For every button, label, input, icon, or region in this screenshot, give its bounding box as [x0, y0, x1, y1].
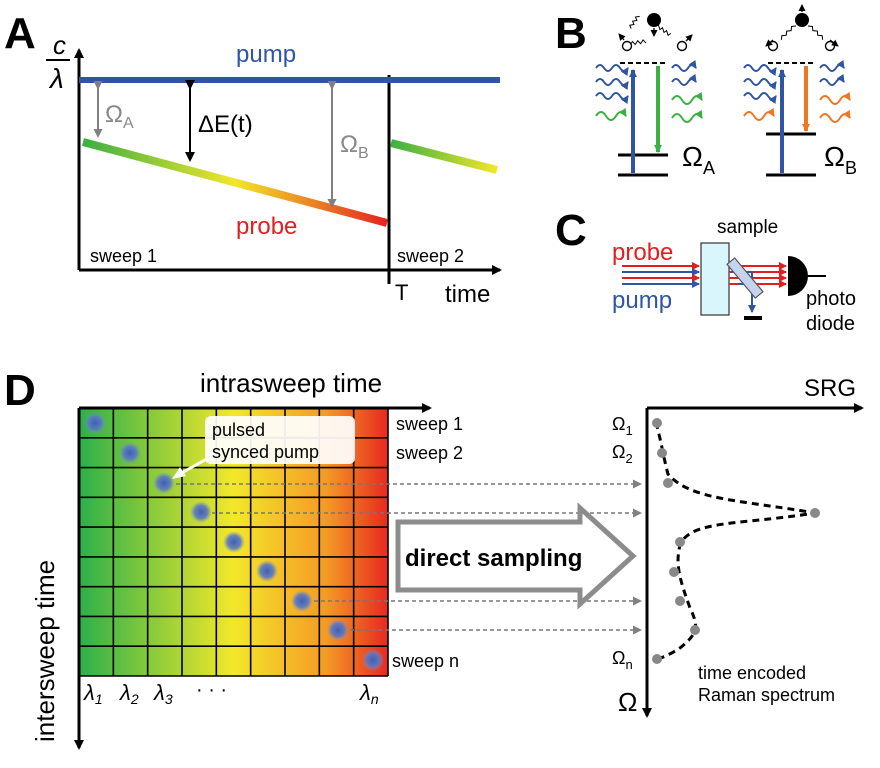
omega-axis-label: Ω — [618, 687, 637, 717]
callout-pointer-head — [172, 467, 186, 479]
panel-b: B ΩA — [555, 4, 857, 178]
omega-1-label: Ω1 — [612, 414, 633, 438]
spectrum-point — [652, 418, 662, 428]
delta-e-label: ΔE(t) — [198, 111, 253, 138]
omega-b-label: ΩB — [340, 131, 369, 162]
wave-group-left-out — [671, 59, 703, 123]
lambda-3-label: λ3 — [153, 680, 173, 707]
lambda-2-label: λ2 — [119, 680, 139, 707]
probe-line-sweep-2 — [390, 139, 498, 174]
period-t-label: T — [395, 280, 408, 305]
callout-line2: synced pump — [212, 442, 319, 462]
pump-pulse-dot — [190, 501, 212, 523]
callout-line1: pulsed — [212, 420, 265, 440]
sweep-2-label-d: sweep 2 — [396, 443, 463, 463]
spectrum-point — [675, 596, 685, 606]
direct-sampling-label: direct sampling — [405, 545, 582, 572]
molecule-icon-right — [765, 4, 839, 52]
sweep-n-label-d: sweep n — [392, 651, 459, 671]
direct-sampling-arrow — [395, 502, 637, 610]
input-beams — [622, 262, 700, 288]
wave-group-right-in — [743, 64, 777, 121]
omega-2-label: Ω2 — [612, 442, 633, 466]
sweep-1-label: sweep 1 — [90, 246, 157, 266]
omega-a-level-label: ΩA — [682, 141, 715, 178]
sample-label: sample — [717, 217, 778, 238]
lambda-ellipsis: · · · — [196, 679, 227, 701]
probe-beam-label: probe — [612, 239, 673, 266]
spectrum-caption-line1: time encoded — [698, 663, 806, 683]
spectrum-point — [669, 567, 679, 577]
omega-a-label: ΩA — [105, 101, 134, 132]
spectrum-points — [652, 418, 820, 664]
omega-b-level-label: ΩB — [824, 141, 857, 178]
pump-beam-label: pump — [612, 287, 672, 314]
photodiode-label-line1: photo — [806, 288, 856, 310]
pump-pulse-dot — [362, 649, 384, 671]
panel-d-letter: D — [4, 366, 36, 415]
wave-group-right-out — [819, 59, 851, 123]
molecule-icon-left — [618, 13, 693, 52]
spectrum-point — [652, 654, 662, 664]
sweep-2-label: sweep 2 — [397, 246, 464, 266]
photodiode-icon — [788, 256, 808, 296]
intersweep-time-label: intersweep time — [30, 560, 60, 742]
panel-d: D intrasweep time intersweep time pulsed… — [4, 366, 864, 750]
pump-pulse-dot — [223, 531, 245, 553]
pump-pulse-dot — [153, 472, 175, 494]
y-axis-label-denominator: λ — [48, 63, 64, 94]
panel-a: A c λ pump probe ΩA ΔE(t) ΩB sweep 1 swe… — [4, 9, 502, 308]
panel-c-letter: C — [555, 206, 587, 255]
panel-b-letter: B — [555, 9, 587, 58]
probe-label: probe — [236, 213, 297, 240]
sample-cuvette — [700, 242, 730, 316]
intrasweep-time-label: intrasweep time — [200, 368, 382, 398]
probe-line-sweep-1 — [81, 138, 389, 227]
photodiode-label-line2: diode — [806, 313, 855, 335]
pump-pulse-dots — [84, 412, 384, 671]
spectrum-point — [657, 448, 667, 458]
pump-pulse-dot — [119, 442, 141, 464]
dichroic-mirror — [726, 257, 764, 299]
spectrum-caption-line2: Raman spectrum — [698, 685, 835, 705]
pump-pulse-dot — [84, 412, 106, 434]
omega-n-label: Ωn — [612, 648, 633, 672]
pump-label: pump — [236, 41, 296, 68]
panel-a-letter: A — [4, 9, 36, 58]
sweep-1-label-d: sweep 1 — [396, 414, 463, 434]
spectrum-point — [663, 478, 673, 488]
raman-spectrum-curve — [654, 421, 816, 662]
lambda-1-label: λ1 — [83, 680, 103, 707]
mapping-dashed-lines — [176, 479, 642, 635]
spectrum-point — [675, 537, 685, 547]
time-axis-label: time — [445, 281, 490, 308]
srg-axis-label: SRG — [804, 375, 856, 402]
y-axis-label-numerator: c — [53, 30, 66, 60]
spectrum-point — [810, 508, 820, 518]
pump-pulse-dot — [256, 560, 278, 582]
pulsed-pump-callout — [205, 416, 355, 464]
spectrum-point — [690, 625, 700, 635]
lambda-n-label: λn — [359, 680, 379, 707]
panel-c: C sample probe pump photo diode — [555, 206, 856, 335]
pump-pulse-dot — [327, 619, 349, 641]
wave-group-left-in — [595, 64, 629, 121]
pump-pulse-dot — [291, 590, 313, 612]
